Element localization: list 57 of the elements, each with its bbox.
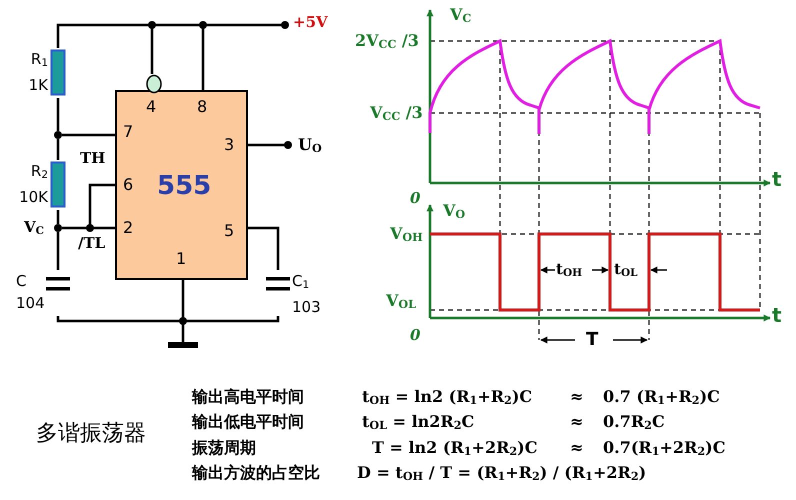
axis-label: 0 [410,327,420,344]
formula-text: 0.7 (R$_{1}$+R$_{2}$)C [603,388,720,407]
axis-label: V$_{OL}$ [386,292,416,311]
pin-number: 7 [123,123,134,141]
pin-number: 5 [224,222,234,240]
formula-text: 输出方波的占空比 [192,464,320,482]
formula-text: ≈ [570,388,584,406]
junction-dot [54,224,62,232]
component-label: R$_{1}$ 1K [28,49,48,96]
pin-number: 4 [146,98,156,116]
axis-label: 0 [410,190,420,206]
component-label: R$_{2}$ 10K [18,161,48,208]
formula-text: D = t$_{OH}$ / T = (R$_{1}$+R$_{2}$) / (R$_{1}$+2R$_{2}$) [357,464,646,483]
wire [56,139,60,160]
dimension-label: T [586,330,598,350]
wire [248,226,280,270]
formula-text: 振荡周期 [192,439,256,457]
pin-number: 6 [123,176,134,194]
node-label: V$_{C}$ [24,219,44,238]
circuit-title: 多谐振荡器 [36,422,146,446]
wire [62,226,115,230]
wire [56,316,280,322]
pin-number: 3 [224,136,234,154]
formula-text: t$_{OL}$ = ln2R$_{2}$C [362,413,474,432]
formula-text: 输出高电平时间 [192,388,304,406]
component-label: C$_{1}$ 103 [292,271,322,318]
formula-text: 0.7R$_{2}$C [603,413,665,432]
formula-text: ≈ [570,413,584,431]
chip-label: 555 [157,172,212,201]
supply-label: +5V [293,14,328,30]
wire [56,210,60,224]
wire [62,134,115,136]
dimension-label: t$_{OH}$ [556,261,582,280]
wire [56,232,60,270]
axis-label: V$_{CC}$ /3 [370,104,423,123]
formula-text: 输出低电平时间 [192,413,304,431]
wire [56,24,204,90]
formula-text: 0.7(R$_{1}$+2R$_{2}$)C [603,439,726,458]
axis-label: 2V$_{CC}$ /3 [355,32,419,51]
pin-number: 2 [123,219,134,237]
axis-label: t [772,168,782,190]
junction-dot [54,131,62,139]
axis-label: V$_{C}$ [450,6,472,25]
axis-label: t [772,304,782,326]
pin-number: 1 [176,250,186,268]
pin-label: /TL [78,235,106,252]
component-label: C 104 [16,271,46,314]
dimension-label: t$_{OL}$ [614,261,638,280]
axis-label: V$_{O}$ [443,202,466,221]
output-label: U$_{O}$ [298,136,322,155]
formula-text: ≈ [570,439,584,457]
formula-text: T = ln2 (R$_{1}$+2R$_{2}$)C [372,439,538,458]
pin-number: 8 [197,98,208,116]
pin-label: TH [80,150,106,166]
axis-label: V$_{OH}$ [390,225,423,244]
wire [56,98,60,131]
formula-text: t$_{OH}$ = ln2 (R$_{1}$+R$_{2}$)C [362,388,532,407]
